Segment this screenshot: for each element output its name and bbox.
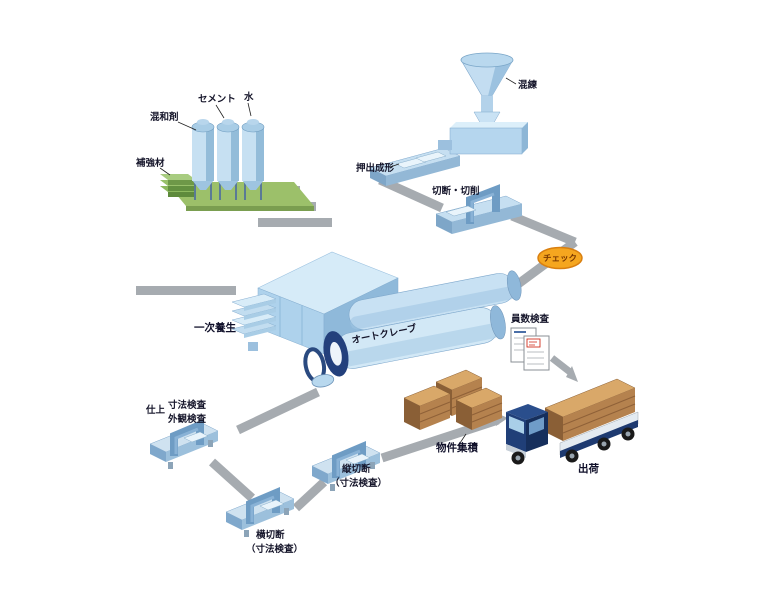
label-dimension-inspection: 寸法検査 [168, 399, 207, 411]
cutter-gantry [466, 184, 500, 224]
label-horizontal-cut: 横切断 [256, 529, 285, 541]
product-stack [403, 385, 451, 430]
label-extrusion: 押出成形 [356, 162, 395, 174]
vertical-cutting-machine [311, 440, 381, 491]
silo-cement [216, 119, 240, 200]
label-primary-curing: 一次養生 [194, 321, 236, 334]
silo-admixture [191, 119, 215, 200]
mixing-hopper [460, 52, 517, 121]
panel-on-belt [259, 499, 285, 511]
flow-arrow-docs [566, 366, 578, 382]
extruder-machine [438, 111, 528, 155]
panel-on-belt [183, 431, 209, 443]
label-visual-inspection: 外観検査 [167, 413, 207, 425]
conveyor-finishing-to-horizontal [208, 458, 256, 502]
conveyor-horizontal-to-vertical [292, 478, 328, 512]
reinforcement-stack [160, 174, 196, 197]
curing-stack [231, 293, 277, 351]
conveyor-cutter-east [510, 211, 577, 247]
panel-on-belt [345, 453, 371, 465]
autoclave: オートクレーブ [303, 270, 522, 388]
label-horizontal-cut-note: （寸法検査） [246, 543, 303, 555]
pointer-reinforcement [159, 167, 171, 176]
conveyor-stair-3 [258, 218, 332, 227]
product-stacks [403, 369, 503, 447]
label-count-inspection: 員数検査 [510, 313, 550, 325]
label-mixing: 混練 [518, 79, 538, 91]
extruded-panel [395, 157, 427, 169]
label-stacking: 物件集積 [436, 441, 478, 454]
conveyor-docs-to-truck [549, 355, 573, 375]
autoclave-trolley [311, 374, 335, 388]
label-check: チェック [543, 253, 577, 264]
pointer-mixing [505, 77, 517, 85]
label-vertical-cut: 縦切断 [342, 463, 371, 475]
silo-water [241, 119, 265, 200]
pointer-stacking [457, 433, 467, 447]
label-cutting: 切断・切削 [432, 185, 480, 197]
cut-panel [445, 205, 477, 217]
raw-material-area [159, 102, 314, 211]
label-shipping: 出荷 [578, 462, 599, 475]
conveyor-left-bar [136, 286, 236, 295]
truck-windshield [509, 416, 524, 434]
finishing-machine [149, 418, 219, 469]
horizontal-cutting-machine [225, 486, 295, 537]
pointer-cement [215, 104, 225, 119]
cutting-machine [435, 184, 523, 234]
label-reinforcement: 補強材 [135, 157, 165, 169]
extruded-panel [415, 151, 447, 163]
label-admixture: 混和剤 [150, 111, 179, 123]
label-finishing: 仕上 [145, 404, 166, 416]
conveyor-autoclave-to-finishing [236, 387, 320, 435]
product-stack [455, 387, 503, 430]
label-vertical-cut-note: （寸法検査） [330, 477, 387, 489]
pointer-extrusion [389, 163, 400, 168]
label-water: 水 [244, 91, 254, 103]
label-cement: セメント [198, 94, 236, 105]
extrusion-conveyor [369, 147, 461, 186]
green-base-front [186, 206, 314, 211]
truck-side-window [529, 417, 544, 435]
check-badge: チェック [537, 246, 583, 270]
check-oval [537, 246, 583, 270]
pointer-admixture [177, 121, 197, 131]
count-documents [510, 327, 550, 371]
shipping-truck [506, 378, 639, 465]
pointer-water [247, 102, 252, 117]
